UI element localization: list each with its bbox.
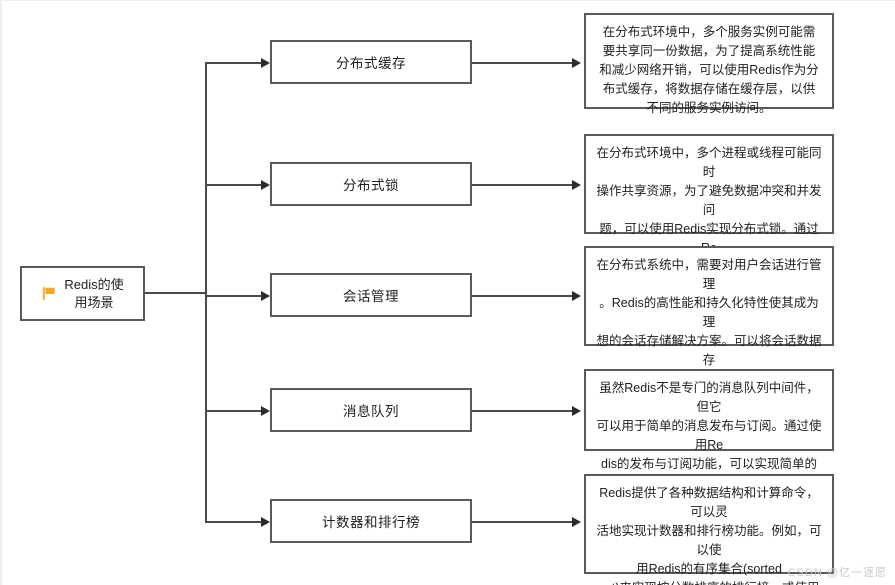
connector-desc-4 xyxy=(472,410,574,412)
description-text: 在分布式环境中，多个服务实例可能需 要共享同一份数据，为了提高系统性能 和减少网… xyxy=(599,25,819,115)
connector-root-stub xyxy=(145,292,207,294)
description-distributed-lock[interactable]: 在分布式环境中，多个进程或线程可能同时 操作共享资源，为了避免数据冲突和并发问 … xyxy=(584,134,834,312)
node-distributed-lock[interactable]: 分布式锁 xyxy=(270,162,472,206)
arrow-branch-3 xyxy=(261,291,270,301)
node-counter-leaderboard[interactable]: 计数器和排行榜 xyxy=(270,499,472,543)
arrow-desc-4 xyxy=(572,406,581,416)
connector-branch-3 xyxy=(205,295,263,297)
connector-desc-3 xyxy=(472,295,574,297)
node-label: 分布式缓存 xyxy=(336,56,406,71)
connector-desc-2 xyxy=(472,184,574,186)
watermark: CSDN @亿一逐愿 xyxy=(787,567,887,579)
root-node-redis-use-cases[interactable]: Redis的使 用场景 xyxy=(20,266,145,321)
node-distributed-cache[interactable]: 分布式缓存 xyxy=(270,40,472,84)
description-text: Redis提供了各种数据结构和计算命令，可以灵 活地实现计数器和排行榜功能。例如… xyxy=(596,486,822,585)
arrow-branch-1 xyxy=(261,58,270,68)
description-session-management[interactable]: 在分布式系统中，需要对用户会话进行管理 。Redis的高性能和持久化特性使其成为… xyxy=(584,246,834,424)
connector-branch-1 xyxy=(205,62,263,64)
arrow-branch-2 xyxy=(261,180,270,190)
flag-icon xyxy=(43,287,55,300)
connector-desc-1 xyxy=(472,62,574,64)
description-counter-leaderboard[interactable]: Redis提供了各种数据结构和计算命令，可以灵 活地实现计数器和排行榜功能。例如… xyxy=(584,474,834,585)
description-message-queue[interactable]: 虽然Redis不是专门的消息队列中间件，但它 可以用于简单的消息发布与订阅。通过… xyxy=(584,369,834,528)
connector-trunk xyxy=(205,63,207,523)
node-label: 分布式锁 xyxy=(343,178,399,193)
node-session-management[interactable]: 会话管理 xyxy=(270,273,472,317)
connector-branch-2 xyxy=(205,184,263,186)
node-label: 计数器和排行榜 xyxy=(322,515,420,530)
connector-branch-5 xyxy=(205,521,263,523)
arrow-desc-3 xyxy=(572,291,581,301)
arrow-branch-5 xyxy=(261,517,270,527)
arrow-desc-1 xyxy=(572,58,581,68)
node-message-queue[interactable]: 消息队列 xyxy=(270,388,472,432)
arrow-desc-5 xyxy=(572,517,581,527)
node-label: 会话管理 xyxy=(343,289,399,304)
connector-desc-5 xyxy=(472,521,574,523)
arrow-desc-2 xyxy=(572,180,581,190)
root-node-label: Redis的使 用场景 xyxy=(64,276,124,310)
connector-branch-4 xyxy=(205,410,263,412)
arrow-branch-4 xyxy=(261,406,270,416)
node-label: 消息队列 xyxy=(343,404,399,419)
description-distributed-cache[interactable]: 在分布式环境中，多个服务实例可能需 要共享同一份数据，为了提高系统性能 和减少网… xyxy=(584,13,834,115)
